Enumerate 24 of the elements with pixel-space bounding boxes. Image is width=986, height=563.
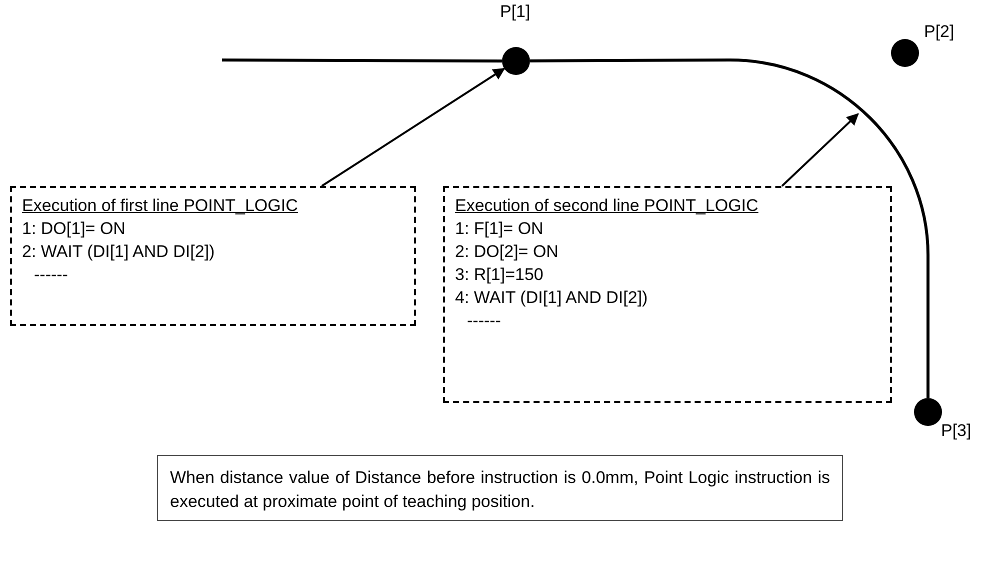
arrow [321,68,506,187]
program-line: 2: DO[2]= ON [455,241,558,263]
callout-heading: Execution of first line POINT_LOGIC [22,195,298,217]
point-label: P[1] [500,2,530,22]
callout-heading: Execution of second line POINT_LOGIC [455,195,758,217]
arrow [781,113,859,187]
path-point-dot [502,47,530,75]
continuation-text: ------ [466,310,501,332]
note-box [157,455,843,521]
program-line: 3: R[1]=150 [455,264,544,286]
callout-box [10,186,416,326]
continuation-text: ------ [33,264,68,286]
program-line: 1: DO[1]= ON [22,218,126,240]
callout-box [443,186,892,403]
program-line: 4: WAIT (DI[1] AND DI[2]) [455,287,648,309]
path-point-dot [914,398,942,426]
path-point-dot [891,39,919,67]
program-line: 1: F[1]= ON [455,218,544,240]
robot-path-line [530,58,930,398]
robot-path-line [222,58,502,62]
program-line: 2: WAIT (DI[1] AND DI[2]) [22,241,215,263]
note-text: When distance value of Distance before instruction is 0.0mm, Point Logic instruction is executed at proximate point of teaching position. [170,467,830,513]
point-label: P[2] [924,22,954,42]
point-label: P[3] [941,421,972,441]
